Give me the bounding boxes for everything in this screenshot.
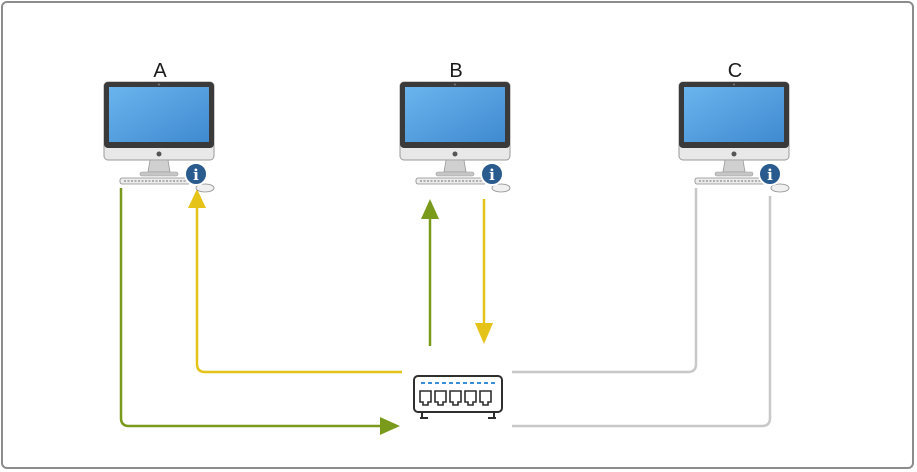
arrowhead-b-to-switch bbox=[475, 323, 493, 344]
connection-paths bbox=[119, 188, 772, 435]
info-icon[interactable]: i bbox=[480, 162, 504, 186]
info-icon[interactable]: i bbox=[758, 162, 782, 186]
node-b[interactable]: B i bbox=[399, 60, 511, 193]
path-switch-to-a bbox=[195, 208, 402, 374]
path-c-lower bbox=[512, 196, 772, 428]
arrowhead-switch-to-a bbox=[188, 189, 206, 208]
node-a-label: A bbox=[153, 60, 167, 82]
path-a-to-switch bbox=[119, 188, 384, 428]
info-icon[interactable]: i bbox=[184, 162, 208, 186]
network-switch-icon[interactable] bbox=[413, 375, 503, 419]
node-c-label: C bbox=[728, 60, 742, 82]
node-b-label: B bbox=[449, 60, 462, 82]
path-c-upper bbox=[512, 188, 698, 374]
info-icon-glyph: i bbox=[193, 166, 199, 184]
info-icon-glyph: i bbox=[767, 166, 773, 184]
node-c[interactable]: C i bbox=[678, 60, 790, 193]
arrowhead-a-to-switch bbox=[380, 417, 400, 435]
node-a[interactable]: A i bbox=[103, 60, 215, 193]
info-icon-glyph: i bbox=[489, 166, 495, 184]
arrowhead-switch-to-b bbox=[421, 199, 439, 219]
